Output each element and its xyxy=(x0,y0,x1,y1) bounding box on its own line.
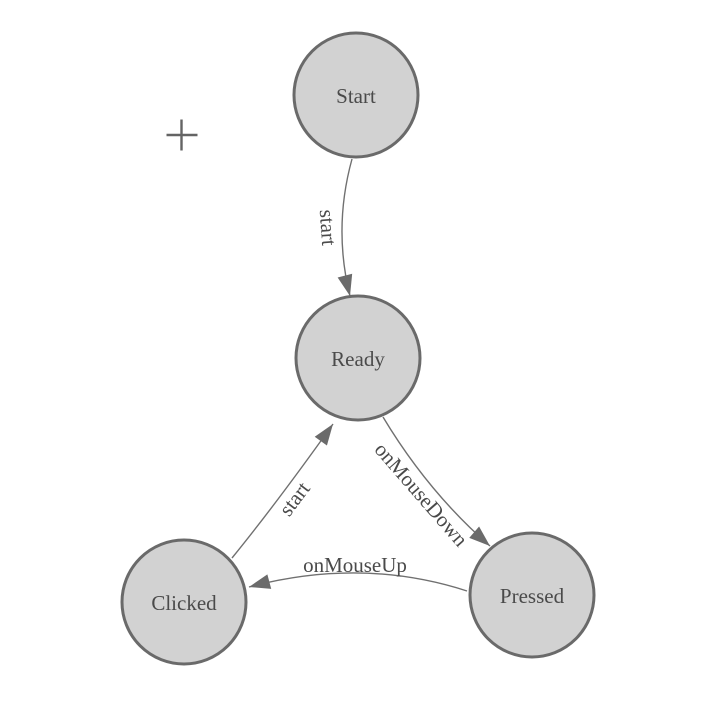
state-node-ready: Ready xyxy=(294,294,422,422)
state-node-ready-circle[interactable] xyxy=(294,294,422,422)
transition-start-to-ready: start xyxy=(315,158,353,297)
state-node-clicked: Clicked xyxy=(120,538,248,666)
state-node-clicked-label: Clicked xyxy=(151,591,217,615)
transition-start-to-ready-path[interactable] xyxy=(337,158,353,297)
transition-ready-to-pressed: onMouseDown xyxy=(370,416,491,552)
transition-clicked-to-ready-path[interactable] xyxy=(231,423,334,559)
state-node-pressed-circle[interactable] xyxy=(468,531,596,659)
state-node-start-label: Start xyxy=(336,84,376,108)
state-node-ready-label: Ready xyxy=(331,347,385,371)
transition-label-onmouseup[interactable]: onMouseUp xyxy=(303,553,407,577)
transition-pressed-to-clicked: onMouseUp xyxy=(248,553,468,592)
transition-label-onmousedown[interactable]: onMouseDown xyxy=(370,438,473,552)
crosshair-cursor-icon xyxy=(166,119,198,151)
transition-label-start-bottom[interactable]: start xyxy=(274,477,315,520)
state-node-pressed-label: Pressed xyxy=(500,584,565,608)
transition-clicked-to-ready: start xyxy=(231,423,334,559)
state-node-start-circle[interactable] xyxy=(292,31,420,159)
transition-label-start-top[interactable]: start xyxy=(315,209,341,247)
transition-ready-to-pressed-path[interactable] xyxy=(382,416,491,547)
state-node-pressed: Pressed xyxy=(468,531,596,659)
state-node-start: Start xyxy=(292,31,420,159)
transition-pressed-to-clicked-path[interactable] xyxy=(248,572,468,592)
state-node-clicked-circle[interactable] xyxy=(120,538,248,666)
